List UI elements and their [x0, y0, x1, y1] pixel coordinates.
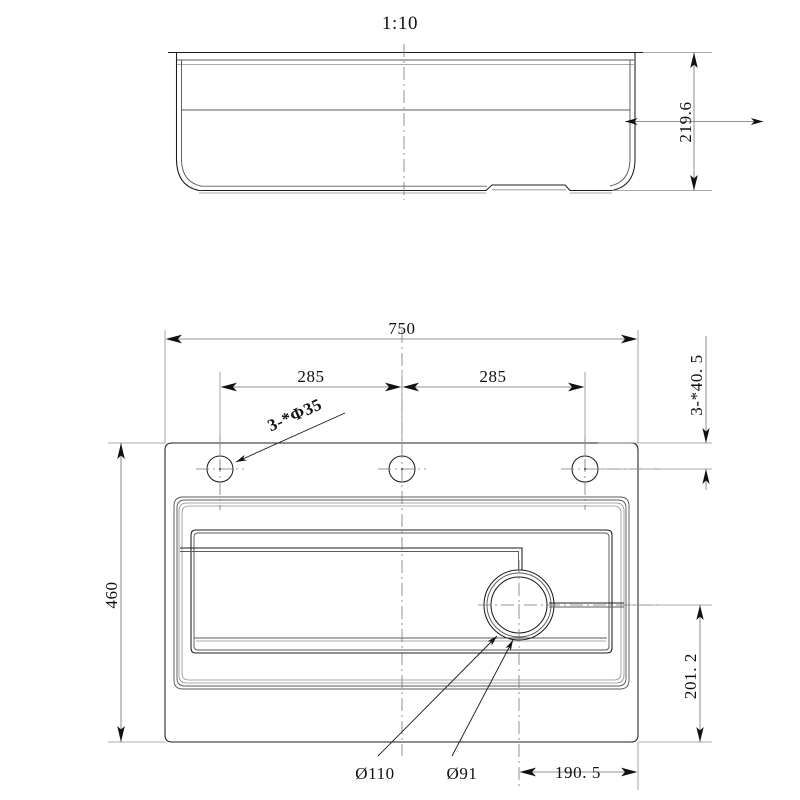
overall-depth-value: 460: [102, 581, 121, 608]
callout-leader-lines: [235, 412, 514, 757]
hole-spacing-left-value: 285: [297, 367, 324, 386]
elevation-height-value: 219.6: [676, 101, 695, 142]
drawing-scale-title: 1:10: [382, 13, 418, 34]
front-elevation-geometry: [168, 44, 643, 200]
plan-view-geometry: [164, 330, 660, 790]
hole-callout-label: 3-*Φ35: [265, 395, 325, 436]
drain-horizontal-offset-value: 190. 5: [555, 763, 601, 782]
overall-depth-dimension: [108, 442, 165, 743]
hole-spacing-right-value: 285: [479, 367, 506, 386]
drain-vertical-offset-value: 201. 2: [681, 653, 700, 699]
drain-vertical-offset-dimension: [624, 604, 712, 743]
drain-outer-diameter-value: Ø110: [355, 764, 395, 783]
drain-horizontal-offset-dimension: [519, 742, 639, 790]
elevation-height-dimension: [612, 52, 764, 191]
overall-width-dimension: [164, 330, 639, 443]
drain-inner-diameter-value: Ø91: [446, 764, 477, 783]
hole-edge-offset-dimension: [598, 336, 712, 490]
overall-width-value: 750: [388, 319, 415, 338]
hole-edge-offset-value: 3-*40. 5: [687, 354, 706, 415]
hole-spacing-dimensions: [219, 372, 586, 456]
